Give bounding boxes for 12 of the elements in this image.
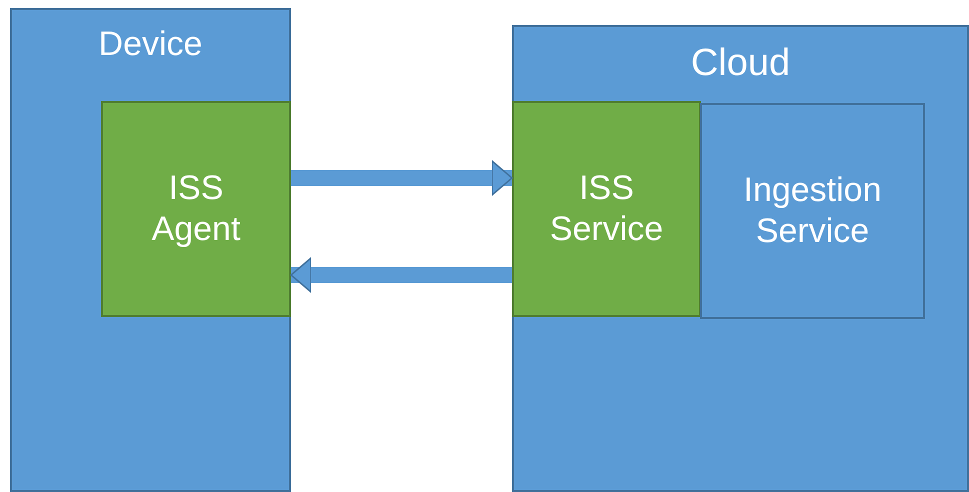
arrow (290, 257, 512, 293)
cloud-panel (512, 25, 969, 492)
device-panel (10, 8, 291, 492)
service-box (700, 103, 925, 319)
box-label: ISS Agent (150, 168, 242, 250)
box-label: ISS Service (548, 168, 664, 250)
box-label: Ingestion Service (742, 170, 882, 252)
panel-title: Cloud (690, 41, 792, 86)
arrow (291, 160, 513, 196)
agent-box (101, 101, 291, 317)
service-box (512, 101, 701, 317)
panel-title: Device (98, 24, 204, 65)
